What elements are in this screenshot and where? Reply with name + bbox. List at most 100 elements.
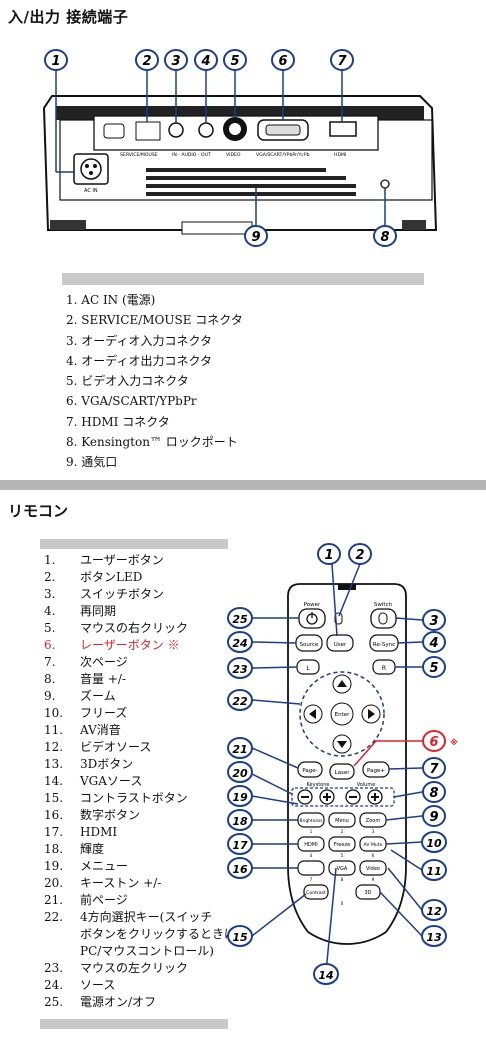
digit-5: 5 (341, 853, 344, 858)
volume-plus-button[interactable] (367, 789, 383, 805)
hdmi-label: HDMI (334, 152, 346, 158)
video-button[interactable]: Video (359, 860, 387, 876)
io-callout-7: 7 (337, 54, 347, 69)
digit-7: 7 (310, 877, 313, 882)
laser-asterisk: ※ (450, 737, 458, 747)
svg-text:3D: 3D (364, 890, 371, 896)
button-led (334, 612, 343, 625)
svg-text:Menu: Menu (335, 818, 349, 824)
io-callout-9: 9 (251, 230, 260, 245)
svg-text:18: 18 (232, 815, 248, 828)
menu-button[interactable]: Menu (328, 812, 356, 828)
dpad-left-button[interactable] (303, 704, 323, 724)
svg-text:5: 5 (429, 661, 438, 676)
list-item: 19.メニュー (44, 859, 129, 873)
svg-text:19: 19 (232, 791, 248, 804)
list-item: 3. オーディオ入力コネクタ (66, 333, 212, 348)
keystone-label: Keystone (307, 782, 330, 788)
svg-text:Page+: Page+ (367, 768, 385, 774)
av-mute-button[interactable]: AV Mute (359, 836, 387, 852)
svg-text:11: 11 (426, 865, 441, 878)
mouse-left-button[interactable]: L (296, 659, 320, 675)
list-item: 1.ユーザーボタン (44, 553, 164, 567)
list-item: 5. ビデオ入力コネクタ (66, 374, 189, 389)
io-callout-6: 6 (278, 54, 287, 69)
user-button[interactable]: User (326, 634, 354, 652)
digit-2: 2 (341, 829, 344, 834)
enter-button[interactable]: Enter (330, 702, 354, 726)
list-item: 24.ソース (44, 978, 116, 992)
vga-button[interactable]: VGA (328, 860, 356, 876)
callout-group: 1 2 3 4 5 6 7 8 9 (44, 49, 397, 247)
list-item: 25.電源オン/オフ (44, 995, 157, 1009)
list-item: 20.キーストン +/- (44, 876, 162, 890)
list-item: 7.次ページ (44, 655, 128, 669)
switch-button[interactable] (370, 608, 397, 629)
laser-button[interactable]: Laser (329, 763, 355, 780)
remote-illustration: Power Switch Source User Re-Sync L R Ent… (227, 543, 458, 985)
svg-text:4: 4 (428, 636, 438, 651)
mouse-right-button[interactable]: R (372, 659, 396, 675)
list-item: 10.フリーズ (44, 706, 128, 720)
digit-3: 3 (372, 829, 375, 834)
svg-text:23: 23 (232, 663, 248, 676)
svg-text:24: 24 (232, 637, 247, 650)
svg-text:7: 7 (429, 762, 439, 777)
hdmi-button[interactable]: HDMI (297, 836, 325, 852)
digit-9: 9 (372, 877, 375, 882)
dpad-up-button[interactable] (332, 674, 352, 694)
svg-text:R: R (382, 665, 386, 672)
contrast-button[interactable]: Contrast (303, 884, 329, 900)
io-callout-8: 8 (380, 230, 389, 245)
svg-text:Page-: Page- (302, 768, 317, 774)
svg-text:8: 8 (429, 786, 438, 801)
list-item: 7. HDMI コネクタ (66, 414, 170, 429)
ac-in-label: AC IN (84, 188, 98, 194)
list-item: 6.レーザーボタン ※ (44, 638, 180, 652)
power-label: Power (304, 602, 321, 608)
list-item: 3.スイッチボタン (44, 587, 165, 601)
svg-text:AV Mute: AV Mute (364, 842, 383, 848)
list-item: 15.コントラストボタン (44, 791, 188, 805)
list-item: 6. VGA/SCART/YPbPr (66, 394, 197, 409)
freeze-button[interactable]: Freeze (328, 836, 356, 852)
page-next-button[interactable]: Page+ (362, 761, 390, 778)
svg-text:15: 15 (232, 931, 248, 944)
svg-text:L: L (306, 665, 310, 672)
list-item: 1. AC IN (電源) (66, 293, 156, 307)
dpad-down-button[interactable] (332, 734, 352, 754)
keystone-minus-button[interactable] (297, 789, 313, 805)
list-item: 8. Kensington™ ロックポート (66, 435, 238, 450)
section-divider-bar (0, 480, 486, 490)
digit-4: 4 (310, 853, 313, 858)
svg-text:10: 10 (426, 837, 442, 850)
list-item: 23.マウスの左クリック (44, 961, 189, 975)
list-item: 4. オーディオ出力コネクタ (66, 353, 212, 368)
svg-text:Re-Sync: Re-Sync (373, 642, 395, 648)
list-item: 2.ボタンLED (44, 570, 143, 584)
source-button[interactable]: Source (295, 634, 323, 652)
svg-text:Video: Video (366, 866, 380, 872)
list-item: 8.音量 +/- (44, 672, 126, 686)
digit-8: 8 (341, 877, 344, 882)
digit-0: 0 (341, 901, 344, 906)
svg-text:20: 20 (232, 767, 248, 780)
keystone-plus-button[interactable] (319, 789, 335, 805)
io-callout-3: 3 (171, 54, 180, 69)
io-list-header-bar (62, 273, 424, 285)
three-d-button[interactable]: 3D (355, 884, 381, 900)
zoom-button[interactable]: Zoom (359, 812, 387, 828)
svg-text:Source: Source (300, 642, 320, 648)
svg-text:1: 1 (324, 548, 333, 563)
resync-button[interactable]: Re-Sync (369, 634, 399, 652)
blank-button[interactable] (297, 860, 325, 876)
volume-minus-button[interactable] (345, 789, 361, 805)
power-button[interactable] (298, 608, 326, 629)
page-prev-button[interactable]: Page- (297, 761, 323, 778)
list-item: 16.数字ボタン (44, 808, 141, 822)
list-item: 9.ズーム (44, 689, 116, 703)
brightness-button[interactable]: Brightness (297, 812, 325, 828)
dpad-right-button[interactable] (361, 704, 381, 724)
io-callout-4: 4 (200, 54, 210, 69)
svg-text:Contrast: Contrast (306, 890, 326, 896)
